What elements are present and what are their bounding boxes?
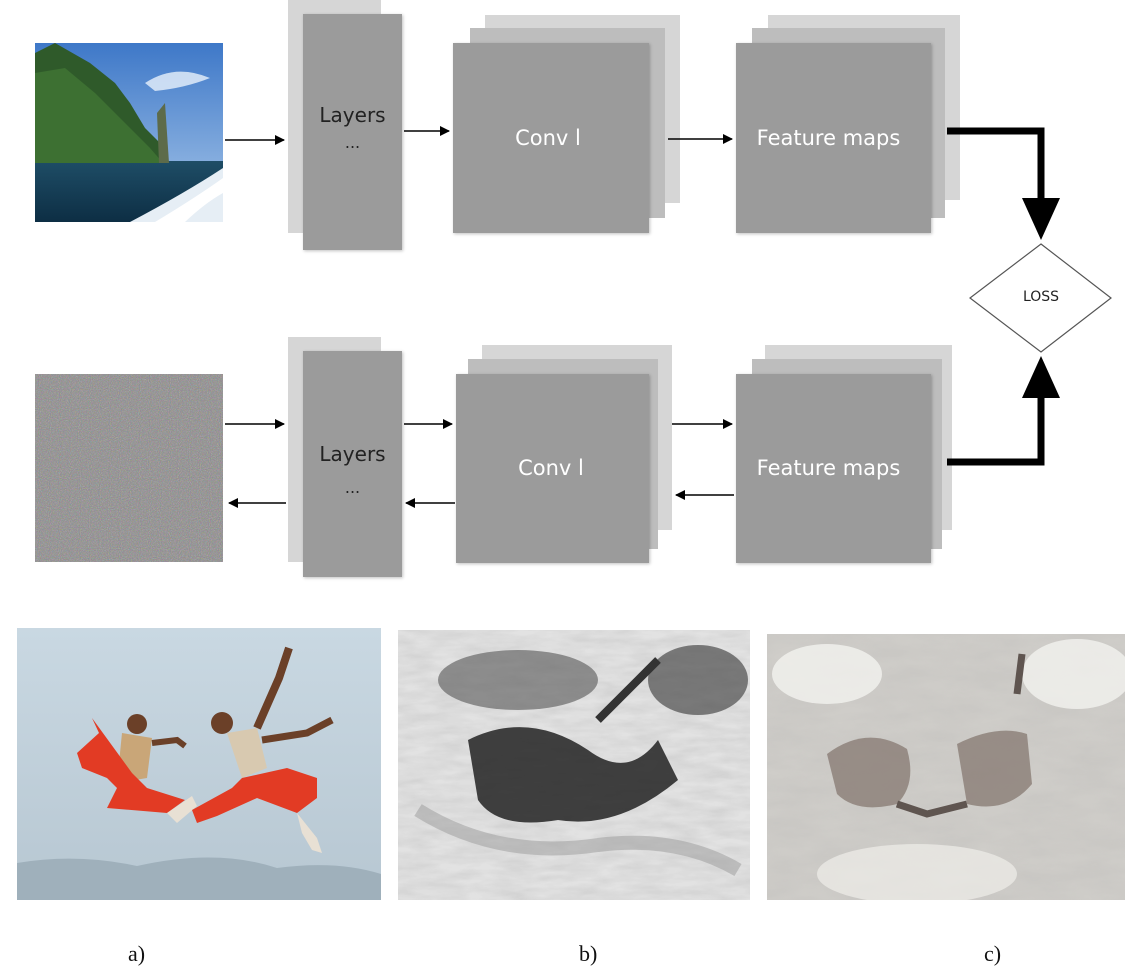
caption-b: b) xyxy=(579,941,598,966)
loss-diamond xyxy=(969,243,1112,353)
layers-ellipsis-bottom: ... xyxy=(344,478,361,497)
connector-bottom-feature-to-loss xyxy=(947,392,1045,466)
layers-box-top xyxy=(303,14,402,250)
layers-label-top: Layers xyxy=(319,103,386,127)
noise-image xyxy=(35,374,223,562)
conv-label-bottom: Conv l xyxy=(518,456,584,480)
loss-label: LOSS xyxy=(1022,289,1060,305)
arrowhead-into-loss-bottom xyxy=(1022,356,1060,398)
layers-box-bottom xyxy=(303,351,402,577)
connector-top-feature-to-loss xyxy=(947,127,1045,205)
conv-box-top xyxy=(453,43,649,233)
input-photo-landscape xyxy=(35,43,223,222)
caption-a: a) xyxy=(128,941,146,966)
feature-maps-box-bottom xyxy=(736,374,931,563)
caption-c: c) xyxy=(984,941,1002,966)
conv-box-bottom xyxy=(456,374,649,563)
arrowhead-into-loss-top xyxy=(1022,198,1060,240)
feature-maps-label-top: Feature maps xyxy=(756,126,901,150)
photo-a-jumping-fighters xyxy=(17,628,381,900)
photo-b-grayscale-reconstruction xyxy=(398,630,750,900)
photo-c-stylized-reconstruction xyxy=(767,634,1125,900)
feature-maps-label-bottom: Feature maps xyxy=(756,456,901,480)
conv-label-top: Conv l xyxy=(515,126,581,150)
layers-label-bottom: Layers xyxy=(319,442,386,466)
layers-ellipsis-top: ... xyxy=(344,133,361,152)
feature-maps-box-top xyxy=(736,43,931,233)
